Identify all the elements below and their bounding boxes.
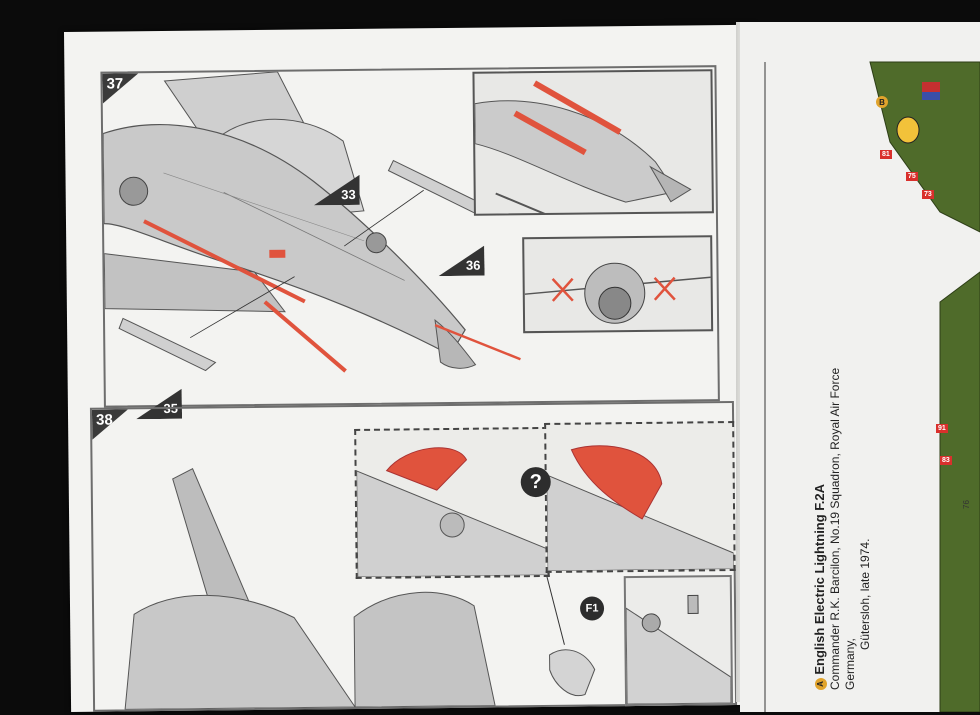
part-f1-badge: F1 <box>579 596 605 621</box>
step-38-airframe-illustration <box>124 467 596 710</box>
option-a-badge: A <box>814 678 827 690</box>
cockpit-detail-illustration <box>625 594 732 705</box>
nose-inset-illustration <box>474 80 692 224</box>
aircraft-markings-illustration <box>764 61 980 712</box>
caption-line-2: Gütersloh, late 1974. <box>858 538 872 650</box>
marking-tag-91: 91 <box>936 424 948 433</box>
page-number: 76 <box>961 500 971 509</box>
marking-tag-83: 83 <box>940 456 952 465</box>
marking-tag-75: 75 <box>906 172 918 181</box>
canopy-option-1-inset <box>354 426 550 579</box>
step-37-nose-inset <box>472 69 714 224</box>
canopy-option-2-inset <box>544 421 736 573</box>
marking-tag-81: 81 <box>880 150 892 159</box>
ref-36-label: 36 <box>465 257 481 273</box>
marking-tag-73: 73 <box>922 190 934 199</box>
caption-line-1: Commander R.K. Barcilon, No.19 Squadron,… <box>828 367 857 690</box>
ref-33-label: 33 <box>341 186 356 203</box>
canopy-option-2-illustration <box>546 445 735 572</box>
canopy-option-1-illustration <box>356 447 549 578</box>
step-37-frame: 37 <box>100 65 720 407</box>
question-icon: ? <box>520 466 551 498</box>
step-37-front-view-inset <box>522 235 714 334</box>
left-instruction-page: 37 <box>64 24 762 712</box>
cockpit-detail-inset <box>623 575 734 707</box>
step-38-frame: 38 ? F1 F3 33 <box>89 401 738 712</box>
aircraft-scheme-caption: A English Electric Lightning F.2A Comman… <box>812 360 873 690</box>
step-37-fuselage-illustration <box>102 71 521 373</box>
marking-letter-b: B <box>876 96 888 108</box>
front-view-illustration <box>524 262 711 324</box>
caption-title: English Electric Lightning F.2A <box>812 483 827 675</box>
right-markings-page: B 81 75 73 91 83 <box>740 22 980 712</box>
